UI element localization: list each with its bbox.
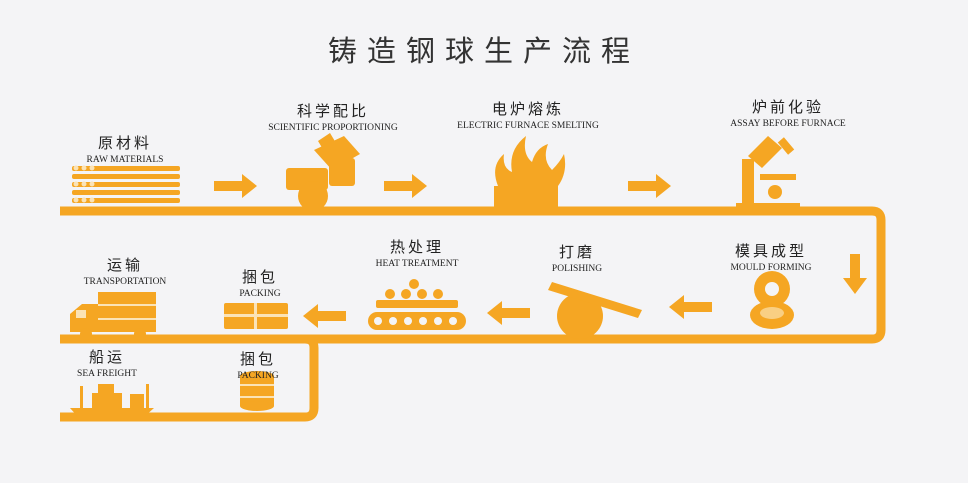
step-en: PACKING [237,371,279,381]
step-zh: 捆包 [241,268,278,286]
step-zh: 原材料 [97,134,152,152]
arrow-left-icon [487,301,530,325]
step-en: SCIENTIFIC PROPORTIONING [268,123,398,133]
flow-track [60,206,886,422]
truck-icon [70,292,156,340]
heat-conveyor-icon [368,279,466,330]
step-en: SEA FREIGHT [77,369,137,379]
arrow-right-icon [384,174,427,198]
step-polishing-label: 打磨 POLISHING [532,241,622,274]
step-sea-freight-label: 船运 SEA FREIGHT [62,346,152,379]
step-en: ASSAY BEFORE FURNACE [730,119,846,129]
arrow-left-icon [303,304,346,328]
page-title: 铸造钢球生产流程 [327,34,640,68]
ship-icon [70,384,154,417]
furnace-flame-icon [494,136,566,211]
arrow-right-icon [214,174,257,198]
arrow-down-icon [843,254,867,294]
step-zh: 电炉熔炼 [491,100,564,118]
arrow-right-icon [628,174,671,198]
step-zh: 科学配比 [296,102,369,120]
bundle-icon [224,303,288,329]
microscope-icon [736,136,800,211]
step-en: HEAT TREATMENT [375,259,459,269]
step-zh: 运输 [106,256,143,274]
step-mould-forming-label: 模具成型 MOULD FORMING [716,240,826,273]
arrow-left-icon [669,295,712,319]
proportioning-machine-icon [286,133,360,211]
barrel-icon [240,371,274,411]
polishing-ball-icon [548,282,642,339]
step-zh: 炉前化验 [751,98,824,116]
step-electric-furnace-label: 电炉熔炼 ELECTRIC FURNACE SMELTING [448,98,608,131]
step-zh: 捆包 [239,350,276,368]
step-zh: 打磨 [558,243,595,261]
step-zh: 热处理 [389,238,444,256]
step-en: PACKING [239,289,281,299]
step-packing-label: 捆包 PACKING [220,266,300,299]
step-raw-materials-label: 原材料 RAW MATERIALS [70,132,180,165]
step-heat-treatment-label: 热处理 HEAT TREATMENT [362,236,472,269]
step-zh: 船运 [88,348,125,366]
step-scientific-proportioning-label: 科学配比 SCIENTIFIC PROPORTIONING [258,100,408,133]
step-en: RAW MATERIALS [86,155,164,165]
rod-stack-icon [72,165,180,203]
mould-rings-icon [750,271,794,329]
step-en: TRANSPORTATION [83,277,167,287]
step-transportation-label: 运输 TRANSPORTATION [70,254,180,287]
step-en: MOULD FORMING [730,263,812,273]
step-en: ELECTRIC FURNACE SMELTING [457,121,599,131]
step-en: POLISHING [551,264,603,274]
step-packing-barrel-label: 捆包 PACKING [218,348,298,381]
step-zh: 模具成型 [734,242,807,260]
step-assay-label: 炉前化验 ASSAY BEFORE FURNACE [718,96,858,129]
